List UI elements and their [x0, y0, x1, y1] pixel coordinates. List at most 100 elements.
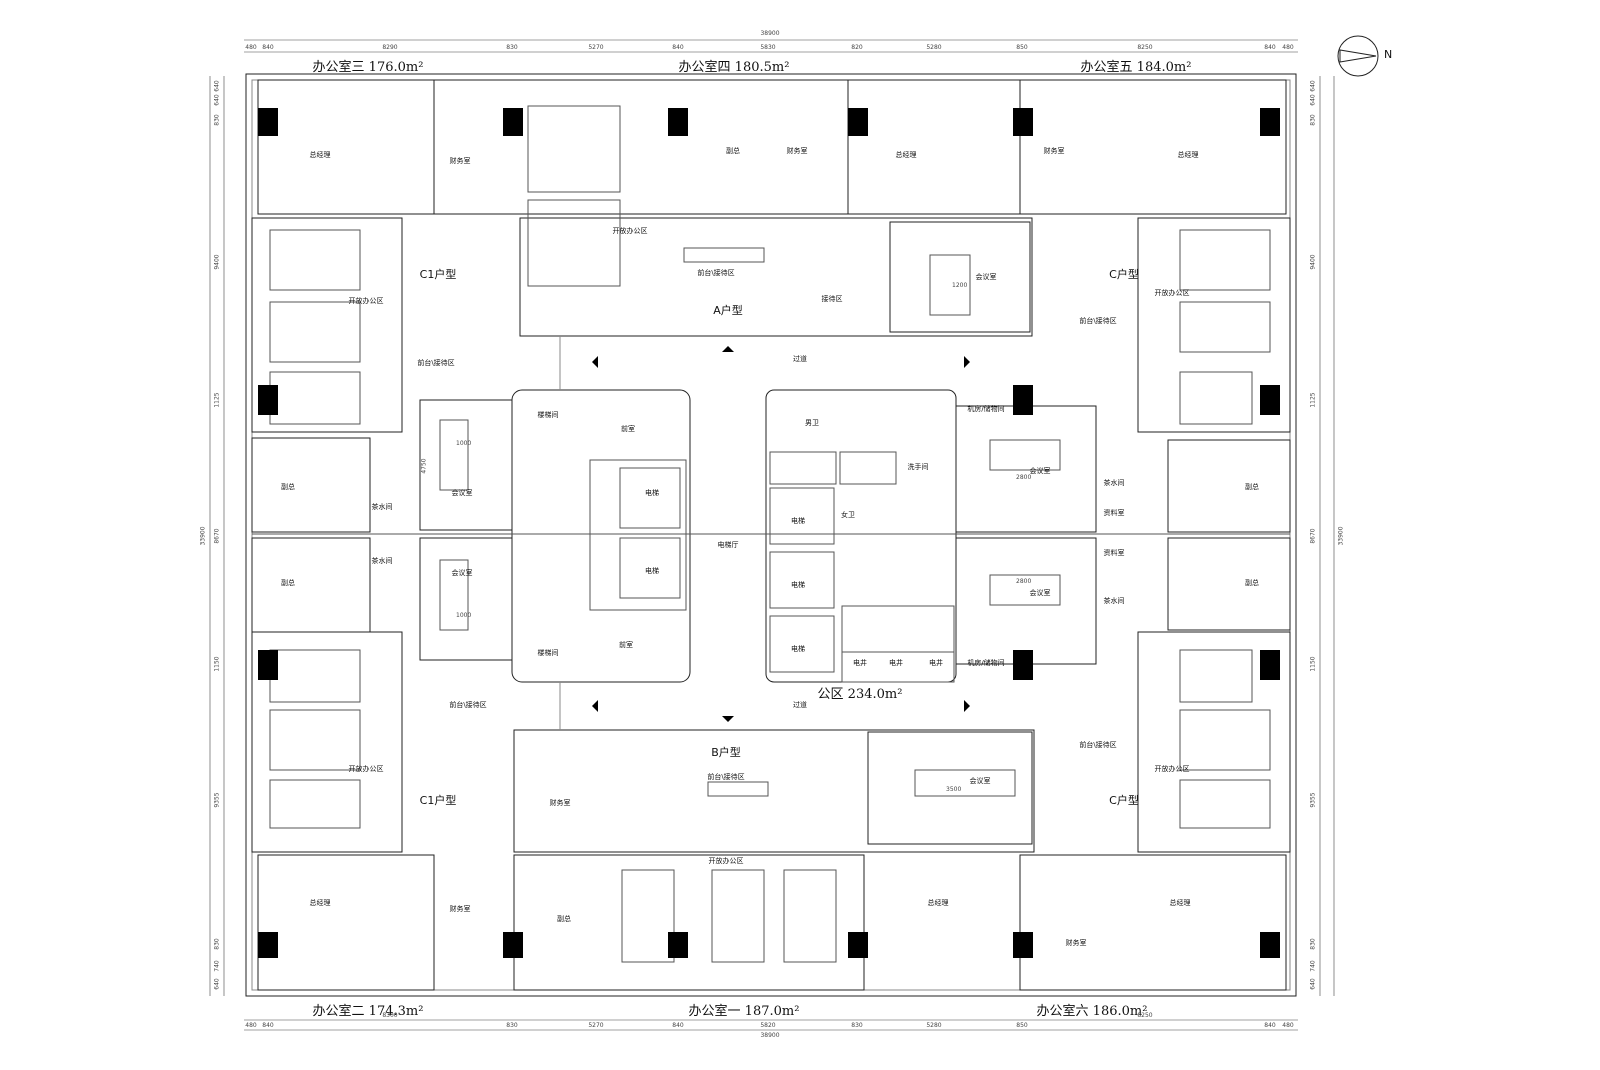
- room-gm-o2: 总经理: [309, 899, 331, 907]
- room-gm-o1: 总经理: [927, 899, 949, 907]
- room-meeting-l-upper: 会议室: [451, 489, 473, 497]
- room-tea-l-upper: 茶水间: [371, 503, 393, 511]
- dim-top-4: 5270: [588, 44, 604, 51]
- room-vp-l-upper: 副总: [281, 483, 295, 491]
- room-meeting-l-lower: 会议室: [451, 569, 473, 577]
- dim-left-4: 1125: [213, 392, 221, 408]
- public-area-label: 公区 234.0m²: [817, 687, 903, 702]
- unit-b-outline: [513, 729, 1035, 853]
- left-upper-zone: [251, 217, 403, 433]
- dim-right-3: 9400: [1309, 254, 1317, 270]
- core-services: [765, 389, 957, 683]
- room-electric-3: 电井: [929, 659, 943, 667]
- office-5-label: 办公室五 184.0m²: [1080, 60, 1192, 75]
- dim-right-1: 640: [1309, 94, 1317, 106]
- dim-bottom-11: 840: [1264, 1022, 1276, 1029]
- room-open-c-lower: 开放办公区: [1154, 765, 1190, 773]
- room-finance-o3: 财务室: [449, 157, 471, 165]
- room-machine-lower: 机房/储物间: [967, 659, 1005, 667]
- dim-left-5: 4750: [420, 458, 428, 474]
- left-meeting-upper: [419, 399, 513, 531]
- room-vp-l-lower: 副总: [281, 579, 295, 587]
- dim-furniture-0: 1000: [456, 440, 472, 447]
- dim-bottom-6: 5820: [760, 1022, 776, 1029]
- dim-left-10: 740: [213, 960, 221, 972]
- room-meeting-r-lower: 会议室: [1029, 589, 1051, 597]
- office-1-label: 办公室一 187.0m²: [688, 1004, 800, 1019]
- room-vp-r-lower: 副总: [1245, 579, 1259, 587]
- dim-right-7: 9355: [1309, 792, 1317, 808]
- room-reception-c1-lower: 前台\接待区: [449, 701, 487, 709]
- room-front-upper: 前室: [621, 425, 635, 433]
- left-vp-room-lower: [251, 537, 371, 633]
- room-stairs-lower: 楼梯间: [537, 649, 559, 657]
- dim-height-right: 33900: [1337, 526, 1345, 546]
- office-1-outline: [513, 854, 865, 991]
- dim-right-8: 830: [1309, 938, 1317, 950]
- dim-left-11: 640: [213, 978, 221, 990]
- dim-top-8: 5280: [926, 44, 942, 51]
- room-supply-r-upper: 资料室: [1103, 509, 1125, 517]
- room-tea-l-lower: 茶水间: [371, 557, 393, 565]
- room-open-a: 开放办公区: [612, 227, 648, 235]
- dim-top-12: 480: [1282, 44, 1294, 51]
- north-label: N: [1384, 48, 1393, 61]
- room-wash: 洗手间: [907, 463, 929, 471]
- room-lobby: 电梯厅: [717, 541, 739, 549]
- room-elevator-1: 电梯: [645, 489, 659, 497]
- dim-right-0: 640: [1309, 80, 1317, 92]
- room-stairs-upper: 楼梯间: [537, 411, 559, 419]
- dim-furniture-5: 1200: [952, 282, 968, 289]
- dim-bottom-3: 830: [506, 1022, 518, 1029]
- room-reception-c-lower: 前台\接待区: [1079, 741, 1117, 749]
- room-meeting-b: 会议室: [969, 777, 991, 785]
- room-vp-o1: 副总: [557, 915, 571, 923]
- dim-right-10: 640: [1309, 978, 1317, 990]
- right-upper-zone: [1137, 217, 1291, 433]
- dim-bottom-10: 8250: [1137, 1012, 1153, 1019]
- dim-height-left: 33900: [199, 526, 207, 546]
- dim-top-5: 840: [672, 44, 684, 51]
- dim-furniture-3: 1000: [456, 612, 472, 619]
- room-finance-o4: 财务室: [786, 147, 808, 155]
- dim-total-bottom: 38900: [760, 1032, 780, 1039]
- dim-bottom-4: 5270: [588, 1022, 604, 1029]
- dim-top-10: 8250: [1137, 44, 1153, 51]
- dim-right-4: 1125: [1309, 392, 1317, 408]
- office-6-outline: [1019, 854, 1287, 991]
- room-open-c1-upper: 开放办公区: [348, 297, 384, 305]
- dim-bottom-12: 480: [1282, 1022, 1294, 1029]
- unit-b-label: B户型: [711, 746, 741, 759]
- dim-bottom-5: 840: [672, 1022, 684, 1029]
- room-finance-o2: 财务室: [449, 905, 471, 913]
- office-4b-outline: [847, 79, 1021, 215]
- dim-furniture-2: 2800: [1016, 578, 1032, 585]
- room-machine-upper: 机房/储物间: [967, 405, 1005, 413]
- room-reception-c1-upper: 前台\接待区: [417, 359, 455, 367]
- north-arrow-icon: [1337, 35, 1379, 77]
- dim-top-1: 840: [262, 44, 274, 51]
- room-gm-o5: 总经理: [1177, 151, 1199, 159]
- dim-left-8: 9355: [213, 792, 221, 808]
- b-meeting-room: [867, 731, 1033, 845]
- left-meeting-lower: [419, 537, 513, 661]
- room-wait-a: 接待区: [821, 295, 843, 303]
- room-elevator-5: 电梯: [791, 645, 805, 653]
- room-elevator-2: 电梯: [645, 567, 659, 575]
- room-tea-r-lower: 茶水间: [1103, 597, 1125, 605]
- right-meeting-upper: [955, 405, 1097, 533]
- room-vp-o4: 副总: [726, 147, 740, 155]
- dim-bottom-0: 480: [245, 1022, 257, 1029]
- dim-top-9: 850: [1016, 44, 1028, 51]
- inner-wall: [251, 79, 1291, 991]
- right-vp-room-upper: [1167, 439, 1291, 533]
- a-meeting-room: [889, 221, 1031, 333]
- office-4-label: 办公室四 180.5m²: [678, 60, 790, 75]
- dim-left-7: 1150: [213, 656, 221, 672]
- dim-top-0: 480: [245, 44, 257, 51]
- room-corridor-upper: 过道: [793, 355, 807, 363]
- dim-bottom-9: 850: [1016, 1022, 1028, 1029]
- dim-furniture-1: 2800: [1016, 474, 1032, 481]
- dim-left-0: 640: [213, 80, 221, 92]
- unit-c-lower-label: C户型: [1109, 794, 1139, 807]
